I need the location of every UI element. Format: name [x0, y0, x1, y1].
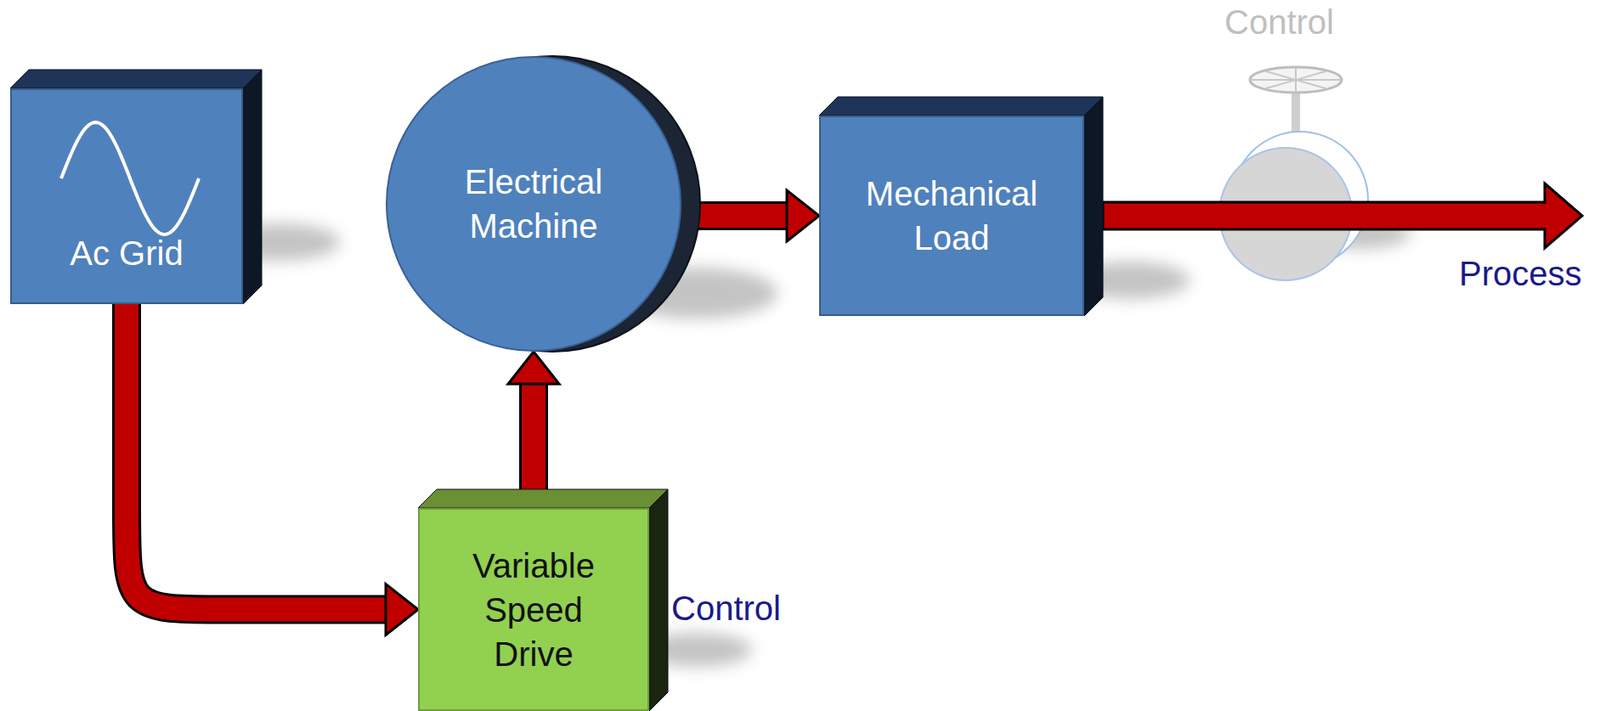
box-front-face — [11, 89, 243, 304]
shadows — [220, 218, 1411, 668]
box-top-face — [418, 489, 668, 509]
box-front-face — [418, 508, 649, 711]
drive-box: Variable Speed Drive — [418, 508, 650, 711]
process-arrow — [1102, 183, 1583, 249]
box-top-face — [10, 69, 262, 89]
box-side-face — [1084, 96, 1103, 317]
machine-face — [386, 56, 681, 351]
arrow-shaft — [126, 304, 388, 611]
control-label: Control — [671, 589, 781, 628]
box-side-face — [243, 69, 262, 305]
sine-wave — [61, 122, 199, 235]
valve-symbol — [1219, 67, 1369, 281]
arrow-head — [385, 584, 419, 636]
power-arrow — [508, 351, 560, 490]
node-label: Electrical Machine — [435, 159, 632, 249]
control-label: Control — [1224, 1, 1335, 43]
process-label: Process — [1458, 253, 1583, 294]
machine-circle: Electrical Machine — [385, 56, 682, 352]
box-top-face — [819, 96, 1103, 116]
ac-grid-box: Ac Grid — [10, 88, 244, 305]
node-label: Ac Grid — [69, 231, 183, 276]
box-side-face — [649, 489, 668, 711]
arrow-head — [508, 351, 560, 385]
control-label: Control — [1224, 3, 1335, 41]
arrow-shaft — [521, 382, 546, 490]
power-arrow — [680, 190, 820, 242]
node-shape — [385, 56, 682, 352]
node-label: Mechanical Load — [845, 171, 1058, 261]
process-label: Process — [1458, 254, 1583, 293]
arrow-outline — [519, 382, 549, 490]
node-shape — [819, 115, 1085, 317]
power-arrow — [126, 304, 419, 636]
load-box: Mechanical Load — [819, 115, 1085, 317]
control-label: Control — [671, 587, 781, 629]
arrow-outline — [126, 304, 388, 611]
arrow-head — [786, 190, 820, 242]
node-label: Variable Speed Drive — [448, 543, 619, 677]
box-front-face — [819, 116, 1084, 316]
